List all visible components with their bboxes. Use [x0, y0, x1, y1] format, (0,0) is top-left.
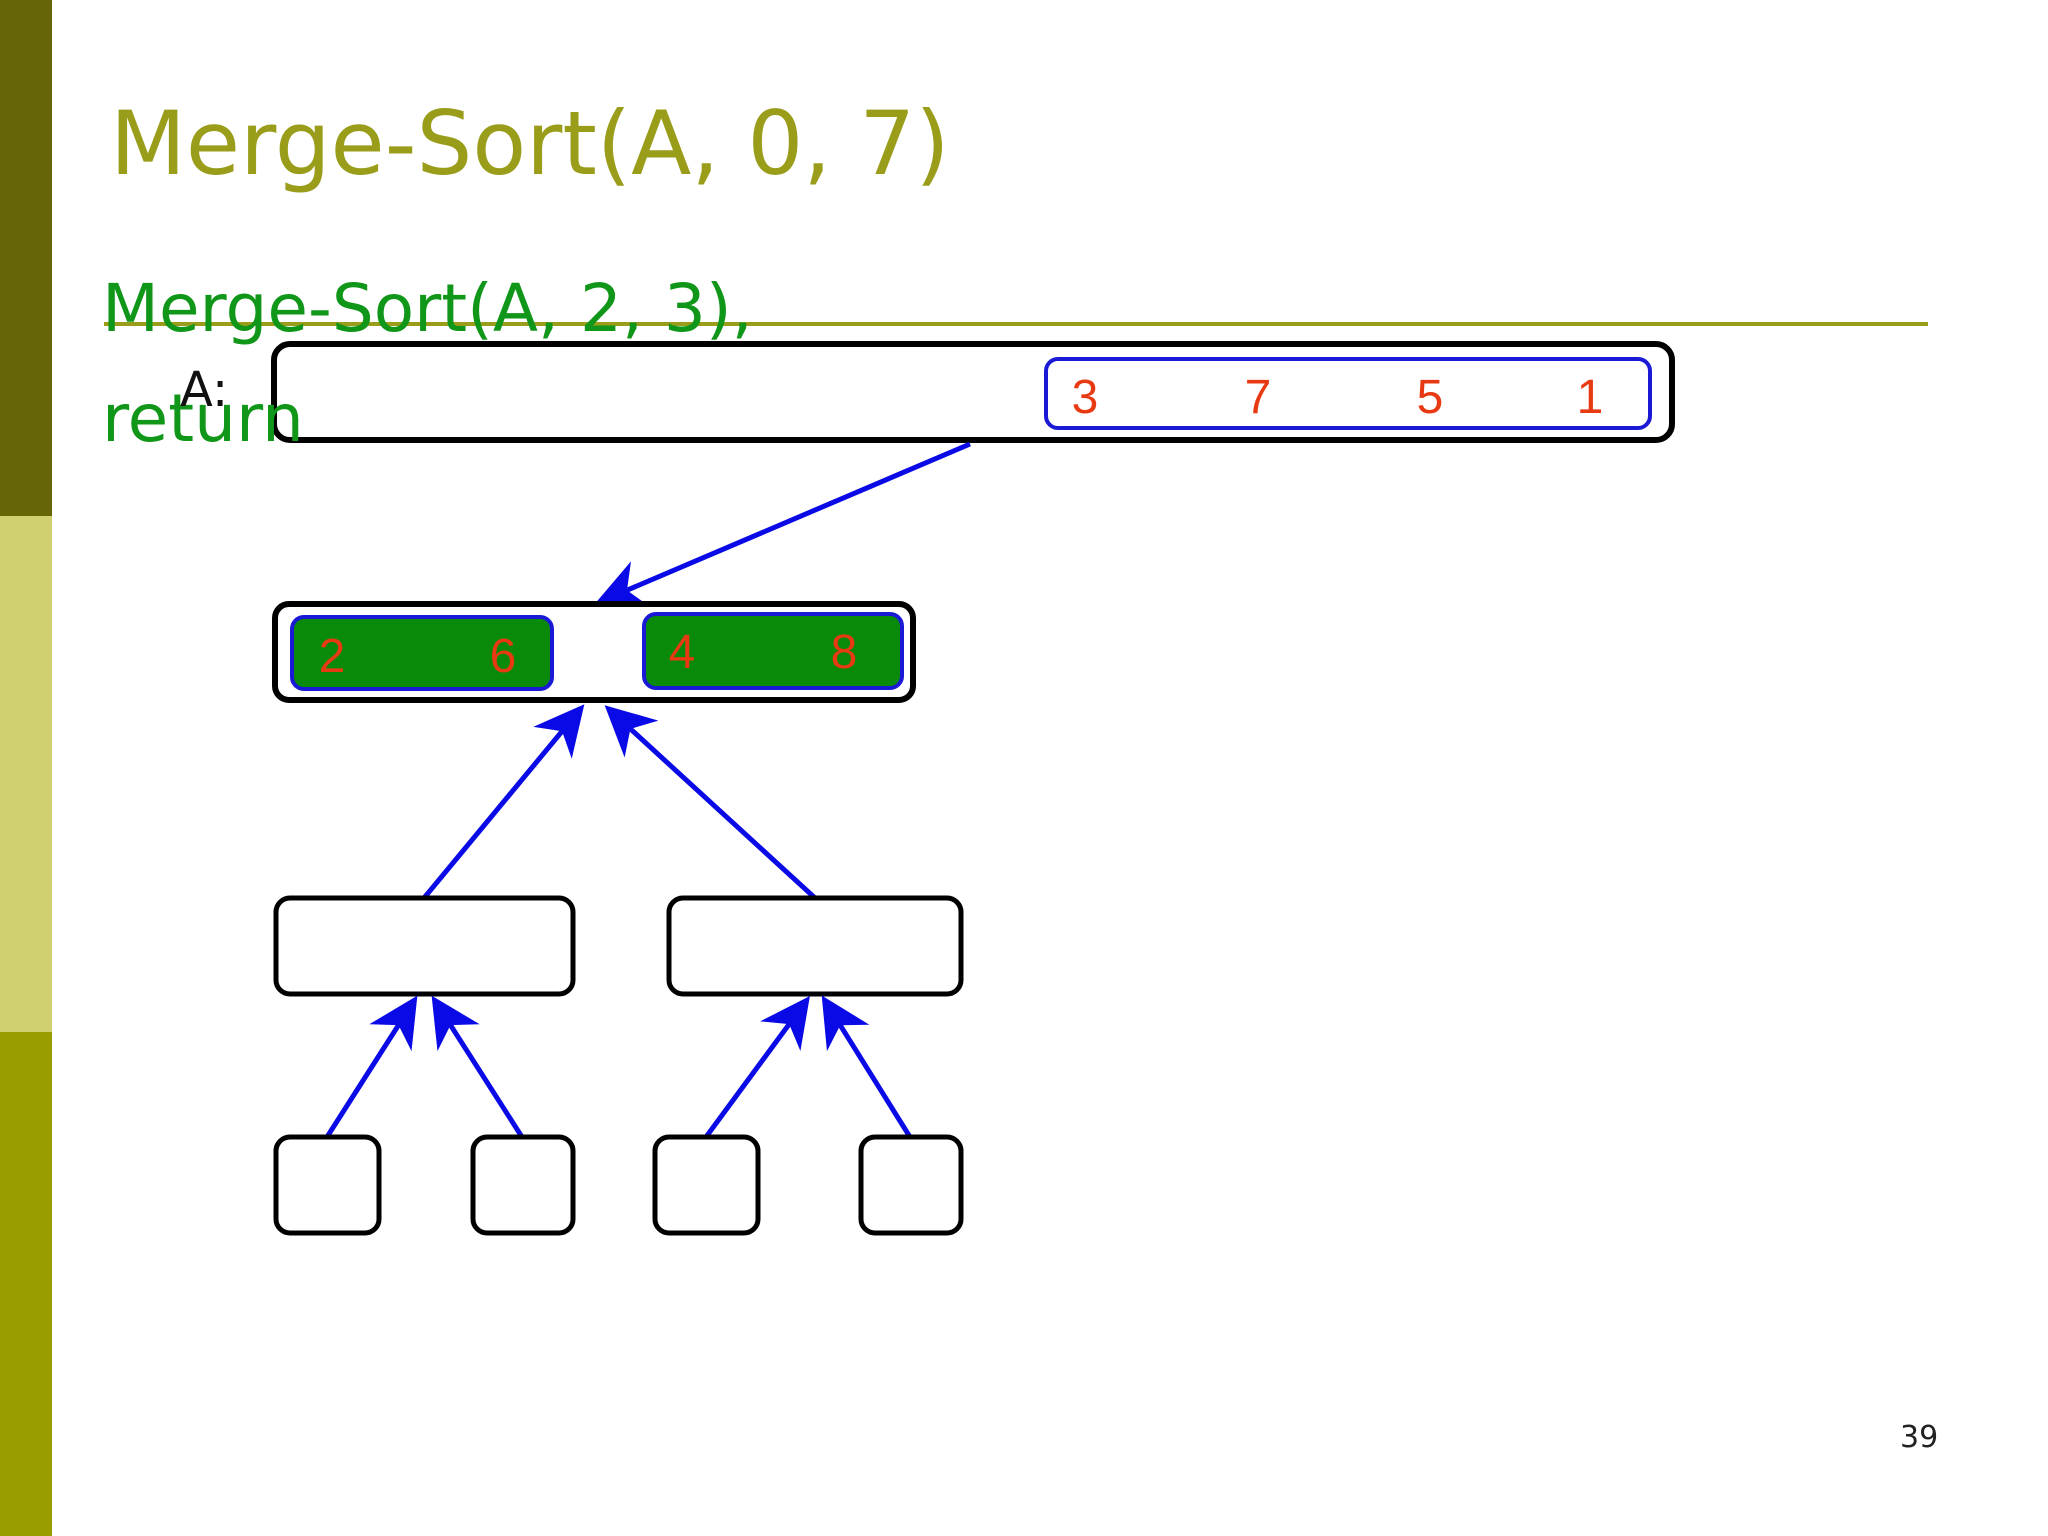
left-pair-box: [290, 615, 554, 691]
leaf-box-3: [652, 1134, 761, 1236]
sidebar-bar-bottom: [0, 1032, 52, 1536]
slide-subtitle: Merge-Sort(A, 2, 3), return: [102, 270, 753, 457]
top-value-4: 1: [1577, 371, 1604, 424]
page-number: 39: [1900, 1420, 1939, 1455]
arrow-leaf-3: [703, 995, 810, 1139]
slide-title: Merge-Sort(A, 0, 7): [110, 92, 950, 195]
right-pair-value-1: 4: [669, 626, 696, 679]
array-label: A:: [180, 362, 229, 418]
left-half-box: [273, 895, 576, 997]
arrow-top-to-merge: [594, 441, 971, 608]
array-a-box: [271, 341, 1675, 443]
top-value-2: 7: [1245, 371, 1272, 424]
right-pair-value-2: 8: [831, 626, 858, 679]
subarray-box: [1044, 357, 1652, 430]
arrow-leaf-1: [324, 995, 418, 1139]
arrow-right-half-to-merge: [604, 705, 817, 900]
right-half-box: [666, 895, 964, 997]
arrow-leaf-4: [821, 995, 913, 1139]
top-value-1: 3: [1072, 371, 1099, 424]
sidebar-bar-top: [0, 0, 52, 516]
title-rule: [104, 322, 1928, 326]
sidebar-bar-middle: [0, 516, 52, 1032]
right-pair-box: [642, 612, 904, 690]
arrow-leaf-2: [431, 995, 525, 1139]
leaf-box-2: [470, 1134, 576, 1236]
leaf-box-1: [273, 1134, 382, 1236]
left-pair-value-2: 6: [490, 630, 517, 683]
left-pair-value-1: 2: [319, 630, 346, 683]
arrow-left-half-to-merge: [422, 704, 585, 900]
top-value-3: 5: [1417, 371, 1444, 424]
leaf-box-4: [858, 1134, 964, 1236]
